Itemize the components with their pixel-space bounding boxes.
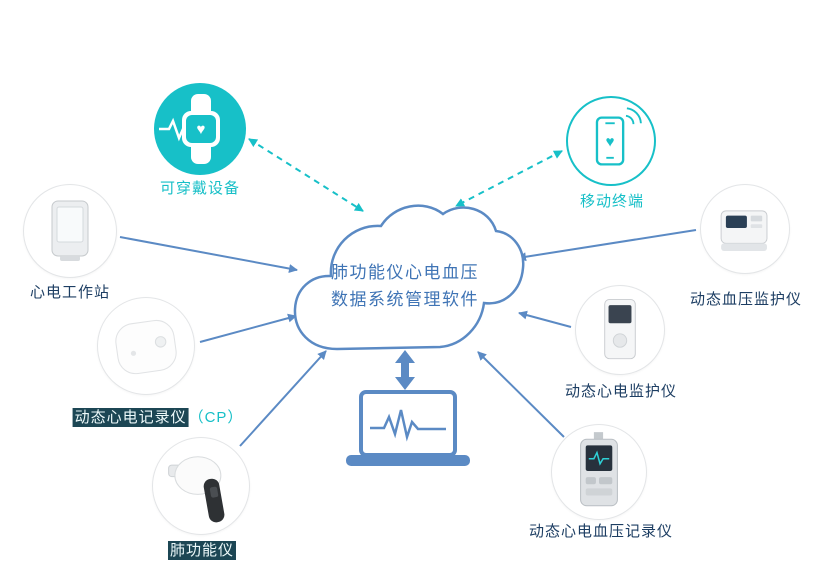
cloud-title-line2: 数据系统管理软件 xyxy=(331,290,479,309)
link-ecgbp-cloud xyxy=(477,351,565,438)
cp-recorder-label: 动态心电记录仪（CP） xyxy=(72,406,244,427)
link-wearable-cloud xyxy=(248,138,364,212)
bp-monitor-node xyxy=(700,184,790,274)
spirometer-label-text: 肺功能仪 xyxy=(167,541,237,560)
laptop-ecg-icon xyxy=(346,390,470,466)
svg-text:♥: ♥ xyxy=(606,134,615,151)
mobile-node: ♥ xyxy=(566,96,656,186)
cp-recorder-node xyxy=(97,297,195,395)
cp-recorder-label-suffix: （CP） xyxy=(188,409,244,426)
workstation-label: 心电工作站 xyxy=(29,284,111,301)
link-ecgmonitor-cloud xyxy=(518,310,572,328)
wearable-node: ♥ xyxy=(154,83,246,175)
cloud-laptop-double-arrow xyxy=(395,350,415,390)
ecg-bp-recorder-device xyxy=(580,432,618,507)
mobile-label: 移动终端 xyxy=(579,193,645,210)
ecg-bp-recorder-node xyxy=(551,424,647,520)
ecg-monitor-label: 动态心电监护仪 xyxy=(564,383,678,400)
link-cp-cloud xyxy=(199,313,297,343)
link-mobile-cloud xyxy=(455,150,563,207)
connector-lines xyxy=(119,138,697,447)
ecg-workstation-device xyxy=(51,200,89,261)
signal-wave-small xyxy=(625,114,635,125)
spirometer-node xyxy=(152,437,250,535)
smartphone-heart-icon: ♥ xyxy=(595,107,642,166)
link-bp-cloud xyxy=(517,229,697,262)
workstation-node xyxy=(23,184,117,278)
spirometer-device xyxy=(168,456,225,523)
smartwatch-heart-icon: ♥ xyxy=(159,94,220,164)
spirometer-label: 肺功能仪 xyxy=(167,539,237,560)
signal-wave-large xyxy=(626,107,642,124)
link-spirometer-cloud xyxy=(239,350,327,447)
holter-recorder-device xyxy=(115,319,177,375)
laptop-base xyxy=(346,455,470,466)
svg-text:♥: ♥ xyxy=(197,121,206,138)
ecg-waveform xyxy=(370,409,446,442)
link-workstation-cloud xyxy=(119,236,298,273)
ecg-monitor-node xyxy=(575,285,665,375)
ecg-bp-recorder-label: 动态心电血压记录仪 xyxy=(528,523,674,540)
cloud-shape xyxy=(293,204,525,351)
ecg-monitor-device xyxy=(604,298,636,360)
bp-monitor-label: 动态血压监护仪 xyxy=(689,291,803,308)
cloud-title: 肺功能仪心电血压 数据系统管理软件 xyxy=(331,259,479,313)
wearable-label: 可穿戴设备 xyxy=(159,180,241,197)
cloud-title-line1: 肺功能仪心电血压 xyxy=(331,263,479,282)
cp-recorder-label-main: 动态心电记录仪 xyxy=(72,408,189,427)
bp-monitor-device xyxy=(720,210,768,251)
